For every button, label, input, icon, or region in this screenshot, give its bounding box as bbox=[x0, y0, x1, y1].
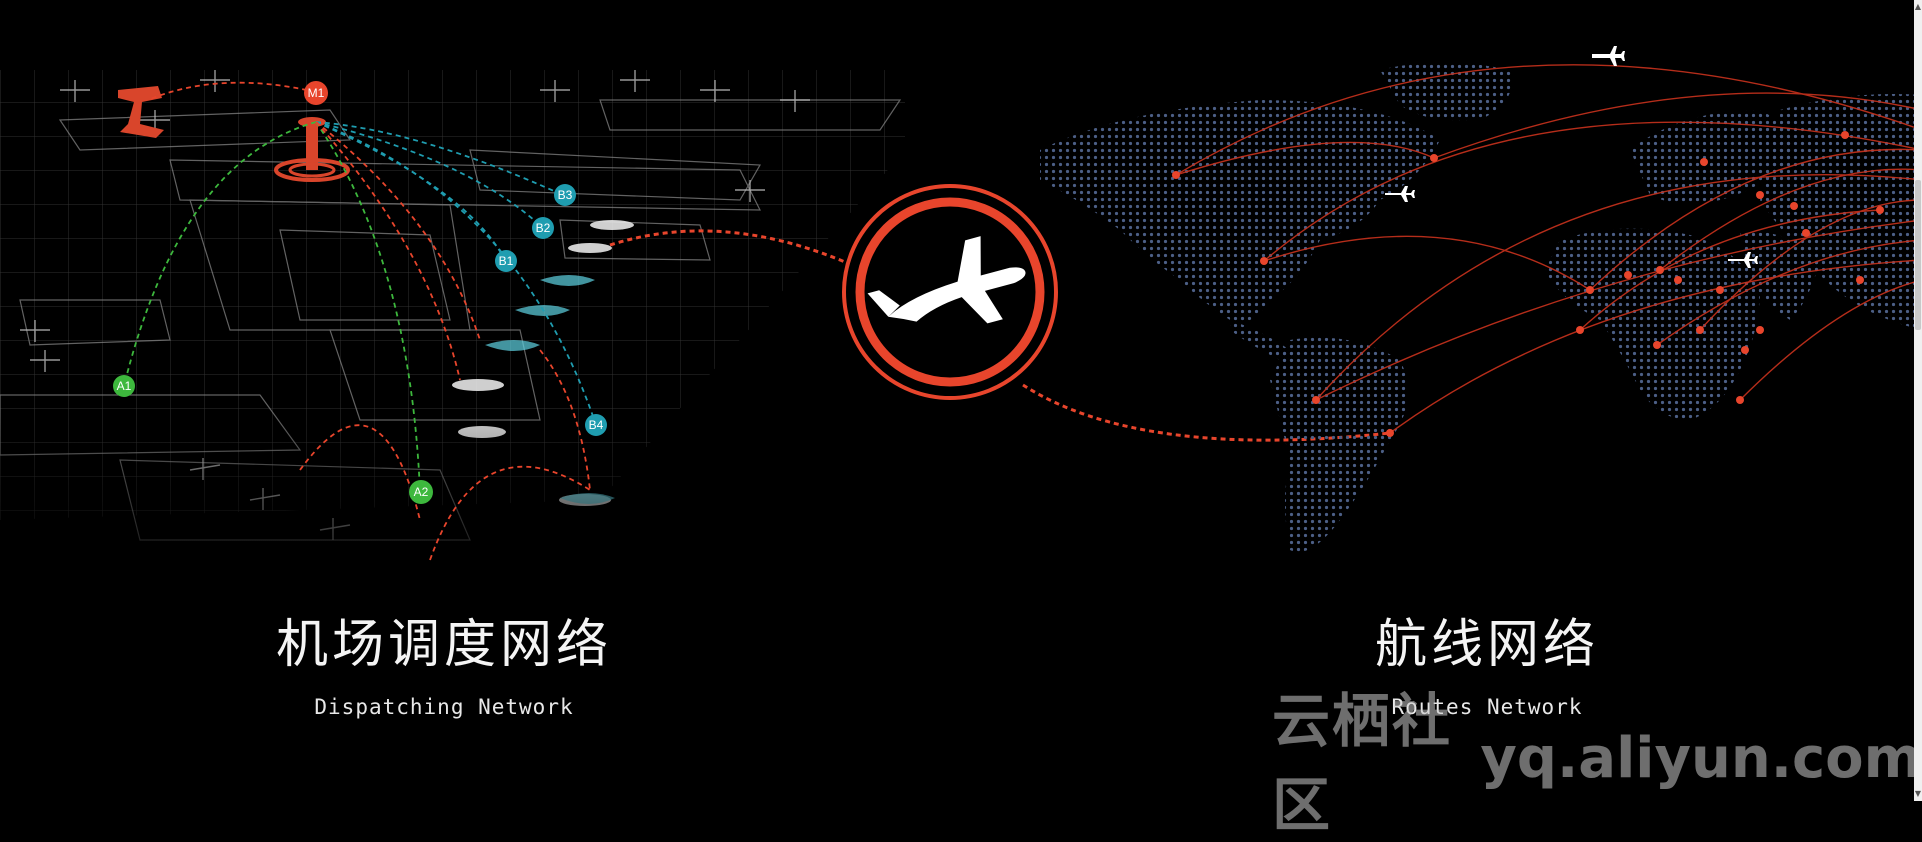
marker-m1[interactable]: M1 bbox=[304, 81, 328, 105]
airplane-takeoff-icon bbox=[867, 236, 1026, 324]
marker-b4[interactable]: B4 bbox=[585, 414, 607, 436]
flight-routes bbox=[1175, 64, 1922, 434]
dispatching-network-subtitle: Dispatching Network bbox=[314, 695, 574, 719]
world-map bbox=[1040, 62, 1922, 552]
map-airplanes bbox=[1385, 46, 1758, 268]
watermark-cn: 云栖社区 bbox=[1272, 687, 1453, 839]
svg-text:M1: M1 bbox=[308, 86, 325, 100]
center-airplane-badge bbox=[842, 184, 1058, 400]
watermark-en: yq.aliyun.com bbox=[1480, 725, 1922, 791]
scene-canvas: M1 A1 A2 B1 B2 B3 B4 bbox=[0, 46, 1922, 610]
routes-network-caption: 航线网络 Routes Network bbox=[1287, 615, 1687, 719]
route-nodes bbox=[1172, 131, 1884, 437]
airplane-icon bbox=[1592, 46, 1625, 66]
airplane-icon bbox=[1728, 252, 1758, 268]
marker-b2[interactable]: B2 bbox=[532, 217, 554, 239]
svg-text:A1: A1 bbox=[117, 379, 132, 393]
routes-network-title: 航线网络 bbox=[1374, 615, 1599, 675]
vertical-scrollbar[interactable]: ▲ ▼ bbox=[1914, 0, 1922, 801]
svg-text:B3: B3 bbox=[558, 188, 573, 202]
svg-text:B2: B2 bbox=[536, 221, 551, 235]
airport-wireframe bbox=[0, 70, 905, 610]
routes-network-subtitle: Routes Network bbox=[1391, 695, 1583, 719]
dispatching-network-caption: 机场调度网络 Dispatching Network bbox=[244, 615, 644, 719]
scroll-up-icon[interactable]: ▲ bbox=[1914, 2, 1922, 11]
watermark: 云栖社区 yq.aliyun.com bbox=[1272, 687, 1922, 839]
scroll-thumb[interactable] bbox=[1915, 180, 1921, 330]
scroll-down-icon[interactable]: ▼ bbox=[1914, 789, 1922, 798]
svg-text:B1: B1 bbox=[499, 254, 514, 268]
marker-a2[interactable]: A2 bbox=[409, 480, 433, 504]
dispatching-network-title: 机场调度网络 bbox=[275, 615, 612, 675]
marker-a1[interactable]: A1 bbox=[113, 375, 135, 397]
marker-b1[interactable]: B1 bbox=[495, 250, 517, 272]
airplane-icon bbox=[1385, 186, 1415, 202]
svg-text:A2: A2 bbox=[414, 485, 429, 499]
dispatch-routes bbox=[123, 81, 1391, 561]
svg-text:B4: B4 bbox=[589, 418, 604, 432]
marker-b3[interactable]: B3 bbox=[554, 184, 576, 206]
